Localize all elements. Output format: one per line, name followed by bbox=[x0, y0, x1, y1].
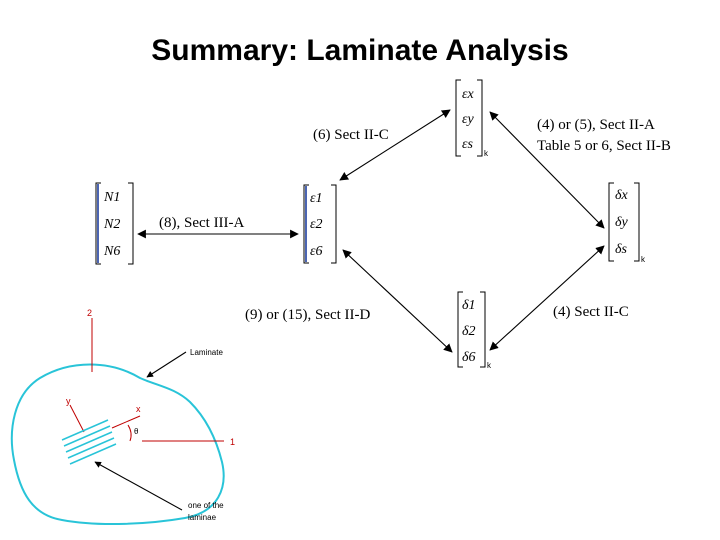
axis-x-label: x bbox=[136, 404, 141, 414]
global-disp-row-s: δs bbox=[615, 242, 628, 257]
relation-lower-left: (9) or (15), Sect II-D bbox=[245, 307, 371, 323]
ply-disp-subscript: k bbox=[487, 361, 492, 370]
arrow-ply-strain-ply-disp bbox=[342, 249, 453, 353]
axis-2-label: 2 bbox=[87, 308, 92, 318]
ply-strain-row-6: ε6 bbox=[310, 244, 323, 259]
load-row-6: N6 bbox=[103, 244, 120, 259]
global-strain-row-y: εy bbox=[462, 112, 475, 127]
angle-label: θ bbox=[134, 427, 139, 436]
arrow-global-strain-global-disp bbox=[489, 111, 605, 229]
relation-upper-left: (6) Sect II-C bbox=[313, 127, 389, 143]
laminate-pointer bbox=[146, 351, 187, 378]
ply-disp-row-6: δ6 bbox=[462, 350, 476, 365]
ply-strain-row-2: ε2 bbox=[310, 217, 323, 232]
arrow-ply-strain-global-strain bbox=[339, 109, 451, 181]
relation-upper-right-line2: Table 5 or 6, Sect II-B bbox=[537, 138, 671, 154]
global-strain-row-s: εs bbox=[462, 137, 474, 152]
laminae-stack bbox=[61, 419, 117, 465]
axis-y-label: y bbox=[66, 396, 71, 406]
laminate-outline bbox=[10, 363, 225, 526]
axis-1-label: 1 bbox=[230, 437, 235, 447]
laminae-pointer bbox=[94, 461, 183, 511]
page-title: Summary: Laminate Analysis bbox=[151, 34, 568, 67]
ply-displacement-vector: δ1 δ2 δ6 k bbox=[457, 291, 492, 370]
global-displacement-vector: δx δy δs k bbox=[608, 182, 646, 264]
laminate-label: Laminate bbox=[190, 348, 223, 357]
axis-x-line bbox=[111, 415, 141, 429]
ply-strain-vector: ε1 ε2 ε6 bbox=[303, 184, 337, 264]
axis-y-line bbox=[69, 404, 85, 433]
ply-disp-row-2: δ2 bbox=[462, 324, 476, 339]
relation-upper-right-line1: (4) or (5), Sect II-A bbox=[537, 117, 655, 133]
global-strain-row-x: εx bbox=[462, 87, 475, 102]
relation-left: (8), Sect III-A bbox=[159, 215, 245, 231]
relation-lower-right: (4) Sect II-C bbox=[553, 304, 629, 320]
global-disp-row-y: δy bbox=[615, 215, 629, 230]
load-row-2: N2 bbox=[103, 217, 120, 232]
angle-arc bbox=[127, 424, 132, 442]
laminate-figure: 2 1 y x θ Laminate one of the laminae bbox=[10, 308, 235, 526]
load-vector: N1 N2 N6 bbox=[95, 182, 134, 265]
load-row-1: N1 bbox=[103, 190, 120, 205]
global-disp-subscript: k bbox=[641, 255, 646, 264]
ply-disp-row-1: δ1 bbox=[462, 298, 476, 313]
global-strain-vector: εx εy εs k bbox=[455, 79, 489, 158]
arrow-ply-disp-global-disp bbox=[489, 245, 605, 351]
laminae-label-line2: laminae bbox=[188, 513, 217, 522]
laminae-label-line1: one of the bbox=[188, 501, 224, 510]
global-disp-row-x: δx bbox=[615, 188, 629, 203]
ply-strain-row-1: ε1 bbox=[310, 191, 323, 206]
global-strain-subscript: k bbox=[484, 149, 489, 158]
